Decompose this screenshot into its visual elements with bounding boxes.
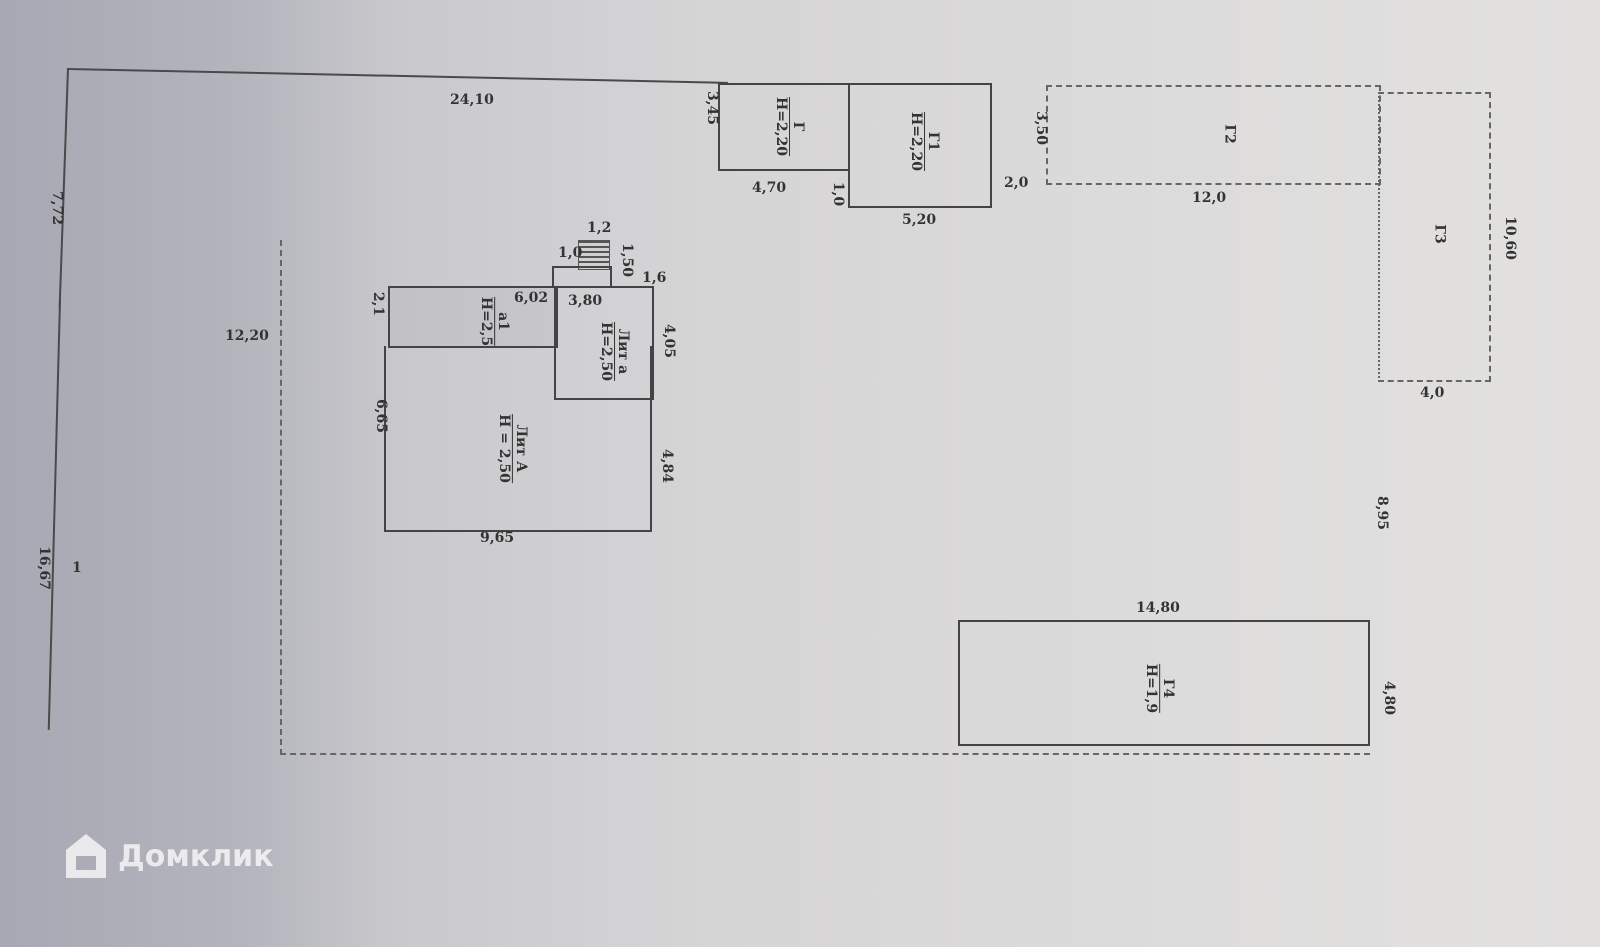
g4-top-dim: 14,80: [1136, 600, 1180, 616]
lit-a-len-dim: 3,80: [568, 293, 603, 309]
house-logo-icon: [66, 834, 106, 878]
g3-label: Г3: [1431, 224, 1448, 244]
g3-bottom-dim: 4,0: [1420, 385, 1445, 401]
g3-side-dim: 10,60: [1501, 216, 1518, 260]
g-side-dim: 3,45: [704, 90, 721, 126]
building-g3: [1378, 92, 1491, 382]
g-bottom-dim: 4,70: [752, 180, 787, 196]
g2-gap-dim: 2,0: [1004, 175, 1029, 191]
house-lit-A: [384, 346, 652, 532]
stair-height-dim: 1,50: [619, 242, 636, 278]
plot-left-lower-dim: 16,67: [35, 546, 52, 590]
a1-len-dim: 6,02: [514, 290, 549, 306]
stairs: [578, 240, 610, 270]
g2-side-dim: 3,50: [1033, 110, 1050, 146]
g4-side-dim: 4,80: [1381, 680, 1398, 716]
domclick-watermark: Домклик: [62, 830, 274, 882]
house-a1: [388, 286, 558, 348]
stair-width-dim: 1,2: [587, 220, 612, 236]
lit-A-bottom-dim: 9,65: [480, 530, 515, 546]
plot-boundary-left-lower: [47, 299, 61, 730]
plot-top-dim: 24,10: [450, 92, 494, 108]
plot-boundary-left: [58, 67, 69, 308]
lit-a-side-dim: 4,05: [661, 323, 678, 359]
watermark-text: Домклик: [118, 838, 274, 874]
plot-point-label: 1: [72, 560, 82, 576]
building-g4: [958, 620, 1370, 746]
porch: [552, 266, 612, 288]
g1-bottom-dim: 5,20: [902, 212, 937, 228]
lit-A-side-dim: 6,65: [373, 398, 390, 434]
a1-side-dim: 2,1: [370, 291, 387, 317]
plot-inner-dashed: [280, 240, 1370, 755]
plot-boundary-top: [67, 68, 728, 84]
g2-label: Г2: [1221, 124, 1238, 144]
stair-len-dim: 1,0: [558, 245, 583, 261]
plot-mid-dim: 12,20: [225, 328, 269, 344]
g3-lower-dim: 8,95: [1374, 495, 1391, 531]
house-corner-dim: 1,6: [642, 270, 667, 286]
g1-gap-dim: 1,0: [830, 181, 847, 207]
plot-left-upper-dim: 7,72: [49, 190, 66, 226]
house-lit-a: [554, 286, 654, 400]
building-g1: [848, 83, 992, 208]
g2-bottom-dim: 12,0: [1192, 190, 1227, 206]
lit-A-right-dim: 4,84: [659, 448, 676, 484]
building-g2: [1046, 85, 1381, 185]
